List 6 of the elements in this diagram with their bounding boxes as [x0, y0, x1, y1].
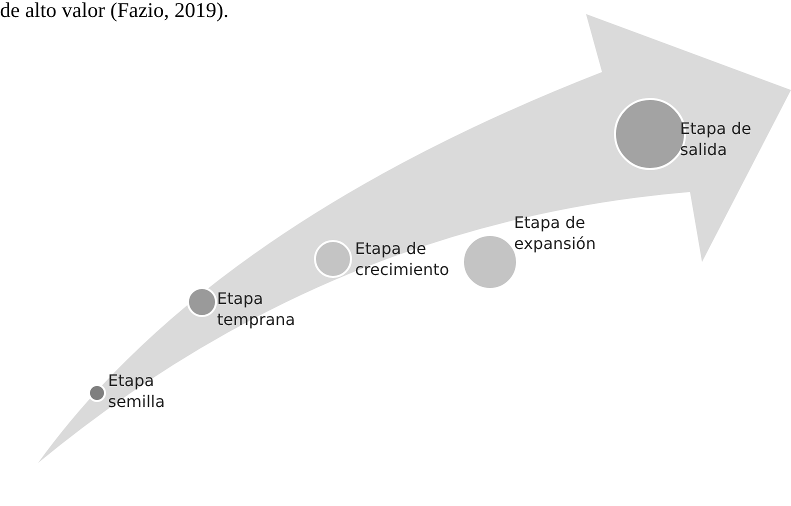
stage-label: Etapa de crecimiento [355, 238, 450, 280]
stage-label: Etapa semilla [108, 370, 166, 412]
stage-label: Etapa temprana [217, 288, 296, 330]
caption-text: de alto valor (Fazio, 2019). [0, 0, 229, 23]
stage-label: Etapa de salida [680, 118, 752, 160]
stage-label: Etapa de expansión [514, 212, 597, 254]
